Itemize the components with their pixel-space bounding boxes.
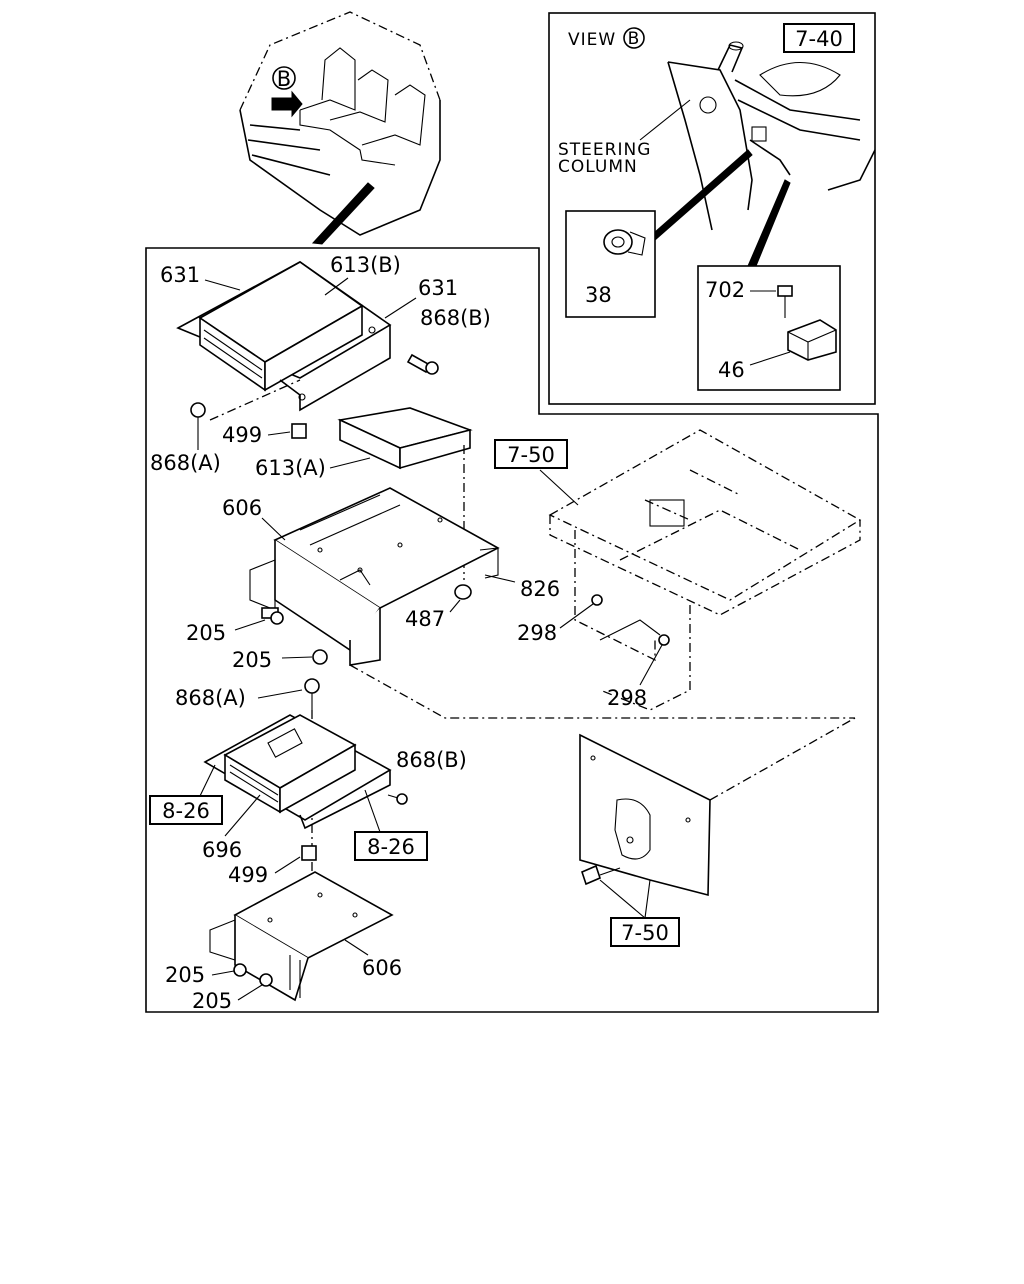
ref-box-7-40 <box>783 23 855 53</box>
ref-7-50-upper: 7-50 <box>507 443 555 467</box>
callout-38: 38 <box>585 283 612 307</box>
callout-205-b: 205 <box>232 648 272 672</box>
callout-298-right: 298 <box>607 686 647 710</box>
steering-line1: STEERING <box>558 140 651 160</box>
callout-631-right: 631 <box>418 276 458 300</box>
ref-7-40: 7-40 <box>795 27 843 51</box>
callout-606-lower: 606 <box>362 956 402 980</box>
callout-205-c: 205 <box>165 963 205 987</box>
callout-826: 826 <box>520 577 560 601</box>
ref-box-7-50-lower <box>610 917 680 947</box>
view-letter-circle <box>623 27 645 49</box>
view-b-frame <box>548 12 876 405</box>
callout-868b-lower: 868(B) <box>396 748 467 772</box>
callout-606-middle: 606 <box>222 496 262 520</box>
upper-assembly: 631 613(B) 631 868(B) 868(A) 499 613(A) <box>150 253 491 580</box>
callout-613b: 613(B) <box>330 253 401 277</box>
callout-868b-upper: 868(B) <box>420 306 491 330</box>
callout-702: 702 <box>705 278 745 302</box>
callout-868a-upper: 868(A) <box>150 451 221 475</box>
cab-floor-frame: 7-50 298 298 7-50 <box>494 429 862 947</box>
ref-7-50-lower: 7-50 <box>621 921 669 945</box>
ref-box-8-26-left <box>149 795 223 825</box>
view-letter: B <box>628 29 641 49</box>
view-title: VIEW <box>568 30 616 50</box>
ref-8-26-left: 8-26 <box>162 799 210 823</box>
view-b-marker <box>272 66 296 90</box>
detail-box-702-46 <box>697 265 841 391</box>
callout-631-left: 631 <box>160 263 200 287</box>
cab-inset: B <box>239 11 441 245</box>
callout-205-d: 205 <box>192 989 232 1013</box>
middle-bracket: 606 826 487 205 205 <box>186 487 855 719</box>
callout-696: 696 <box>202 838 242 862</box>
view-b-marker-text: B <box>277 67 291 91</box>
ref-box-8-26-right <box>354 831 428 861</box>
view-b-panel: VIEW B 7-40 STEERING COLUMN 38 702 <box>558 23 876 391</box>
callout-205-a: 205 <box>186 621 226 645</box>
callout-499-upper: 499 <box>222 423 262 447</box>
callout-298-left: 298 <box>517 621 557 645</box>
callout-499-lower: 499 <box>228 863 268 887</box>
callout-613a: 613(A) <box>255 456 326 480</box>
ref-8-26-right: 8-26 <box>367 835 415 859</box>
main-frame <box>145 247 879 1013</box>
ref-box-7-50-upper <box>494 439 568 469</box>
lower-assembly: 868(A) 8-26 868(B) 8-26 696 499 606 <box>149 678 467 1013</box>
callout-868a-lower: 868(A) <box>175 686 246 710</box>
callout-487: 487 <box>405 607 445 631</box>
callout-46: 46 <box>718 358 745 382</box>
steering-line2: COLUMN <box>558 157 638 177</box>
detail-box-38 <box>565 210 656 318</box>
